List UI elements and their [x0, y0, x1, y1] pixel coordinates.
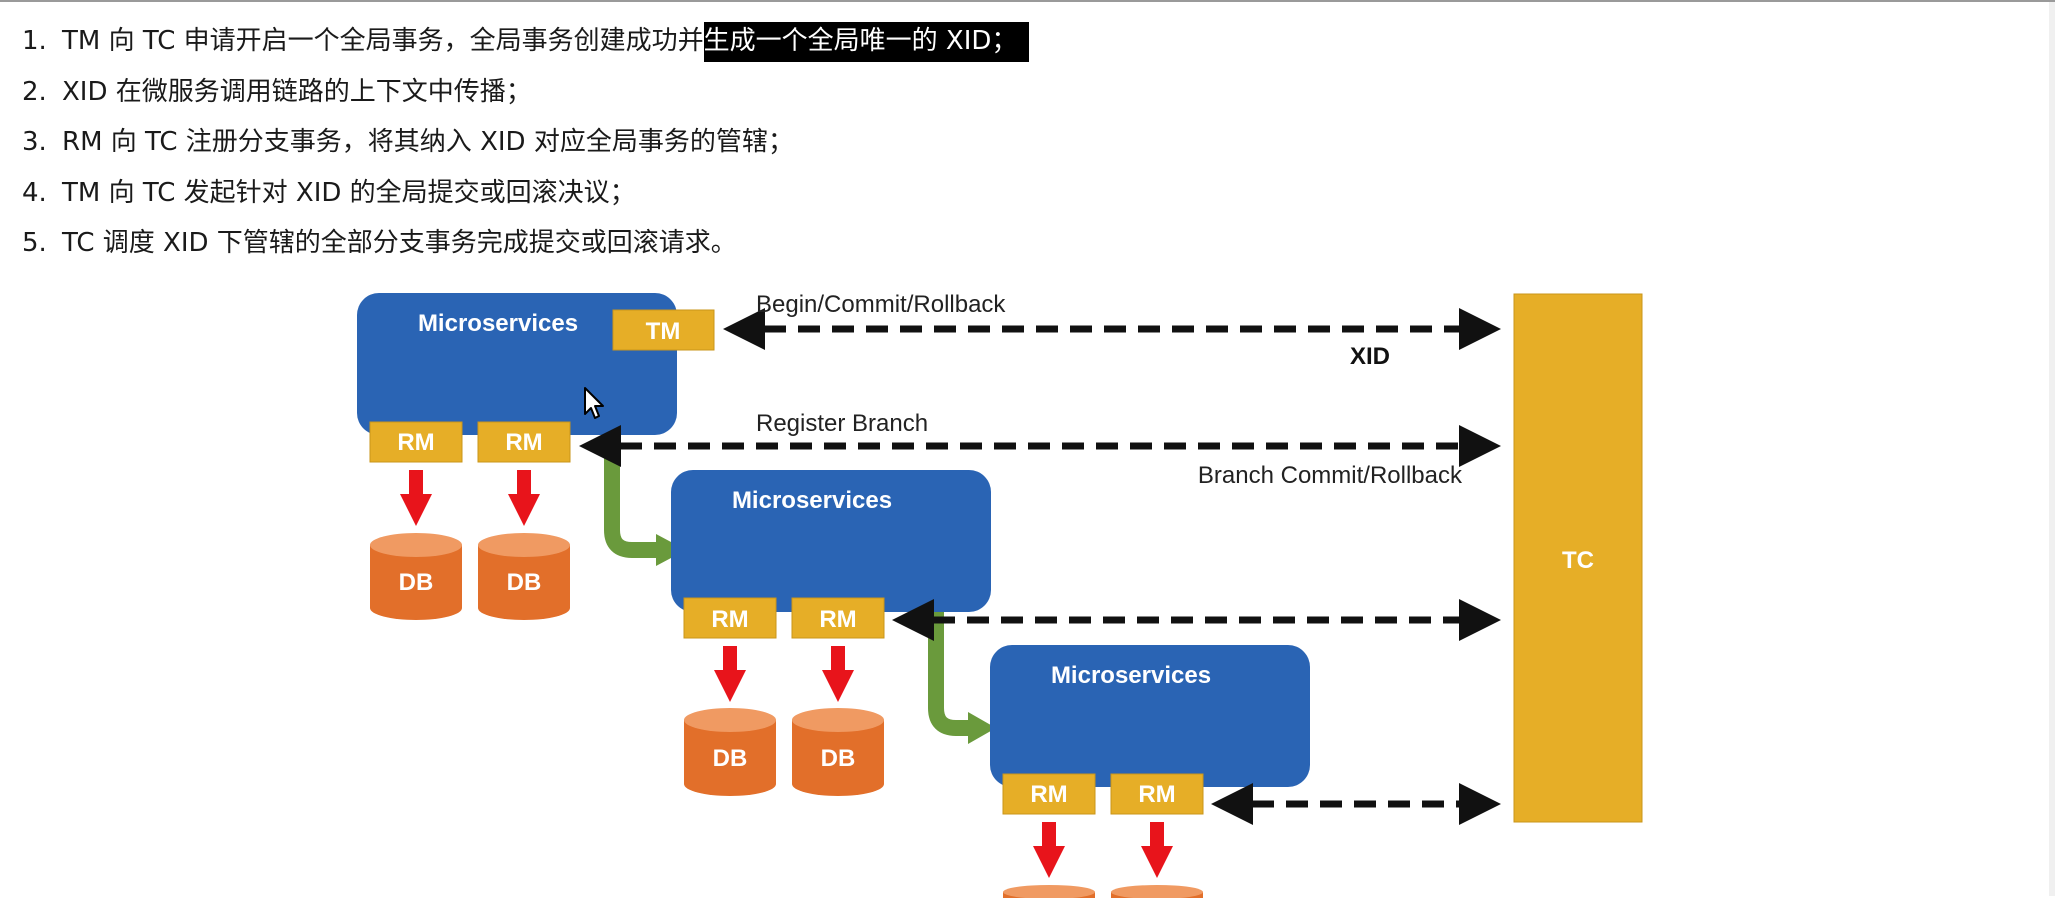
tm-box [612, 309, 715, 351]
step-item: 4. TM 向 TC 发起针对 XID 的全局提交或回滚决议； [22, 170, 1029, 221]
mouse-cursor-icon [584, 387, 604, 419]
step-text: TM 向 TC 申请开启一个全局事务，全局事务创建成功并 [62, 26, 704, 56]
db-label: DB [399, 569, 434, 596]
step-text: XID 在微服务调用链路的上下文中传播； [62, 76, 532, 107]
step-item: 5. TC 调度 XID 下管辖的全部分支事务完成提交或回滚请求。 [22, 220, 1029, 271]
rm-box [683, 597, 777, 639]
step-text: TC 调度 XID 下管辖的全部分支事务完成提交或回滚请求。 [62, 228, 737, 258]
step-number: 1. [22, 26, 47, 56]
step-item: 2. XID 在微服务调用链路的上下文中传播； [22, 69, 1029, 120]
flow-arrowhead [968, 712, 996, 744]
rm-label: RM [397, 429, 434, 456]
step-list: 1. TM 向 TC 申请开启一个全局事务，全局事务创建成功并生成一个全局唯一的 … [22, 18, 1030, 271]
flow-arrow [928, 600, 972, 736]
microservice-label: Microservices [732, 487, 892, 514]
branch-commit-rollback-label: Branch Commit/Rollback [1198, 462, 1463, 489]
rm-label: RM [711, 606, 748, 633]
rm-box [1002, 773, 1096, 815]
db-label: DB [507, 569, 542, 596]
db-cylinder: DB [792, 708, 884, 796]
rm-box [477, 421, 571, 463]
db-cylinder: DB [370, 533, 462, 620]
selected-text[interactable]: 生成一个全局唯一的 XID； [703, 22, 1030, 62]
microservice-box [671, 470, 991, 612]
microservice-label: Microservices [1051, 662, 1211, 689]
microservice-label: Microservices [418, 310, 578, 337]
rm-box [1110, 773, 1204, 815]
scrollbar-track[interactable] [2049, 2, 2055, 896]
xid-label: XID [1350, 343, 1390, 370]
tc-box [1513, 293, 1643, 823]
begin-commit-rollback-label: Begin/Commit/Rollback [756, 291, 1006, 318]
rm-label: RM [505, 429, 542, 456]
flow-arrow [604, 422, 660, 558]
db-label: DB [713, 745, 748, 772]
step-text: TM 向 TC 发起针对 XID 的全局提交或回滚决议； [62, 177, 636, 208]
rm-label: RM [819, 606, 856, 633]
tc-label: TC [1562, 547, 1594, 574]
step-text: RM 向 TC 注册分支事务，将其纳入 XID 对应全局事务的管辖； [62, 127, 794, 157]
step-number: 2. [22, 76, 47, 107]
tm-label: TM [646, 318, 681, 345]
db-label: DB [821, 745, 856, 772]
register-branch-label: Register Branch [756, 410, 928, 437]
db-cylinder: DB [684, 708, 776, 796]
step-number: 4. [22, 177, 47, 208]
step-item: 1. TM 向 TC 申请开启一个全局事务，全局事务创建成功并生成一个全局唯一的 … [22, 18, 1030, 69]
microservice-box [990, 645, 1310, 787]
red-arrows [400, 470, 1173, 878]
db-cylinder: DB [478, 533, 570, 620]
rm-label: RM [1030, 781, 1067, 808]
db-cylinder-partial [1003, 885, 1203, 898]
step-number: 5. [22, 228, 47, 258]
top-border [0, 0, 2055, 2]
step-number: 3. [22, 127, 47, 157]
rm-box [369, 421, 463, 463]
step-item: 3. RM 向 TC 注册分支事务，将其纳入 XID 对应全局事务的管辖； [22, 119, 1029, 170]
dashed-arrows [579, 308, 1501, 825]
rm-label: RM [1138, 781, 1175, 808]
rm-box [791, 597, 885, 639]
